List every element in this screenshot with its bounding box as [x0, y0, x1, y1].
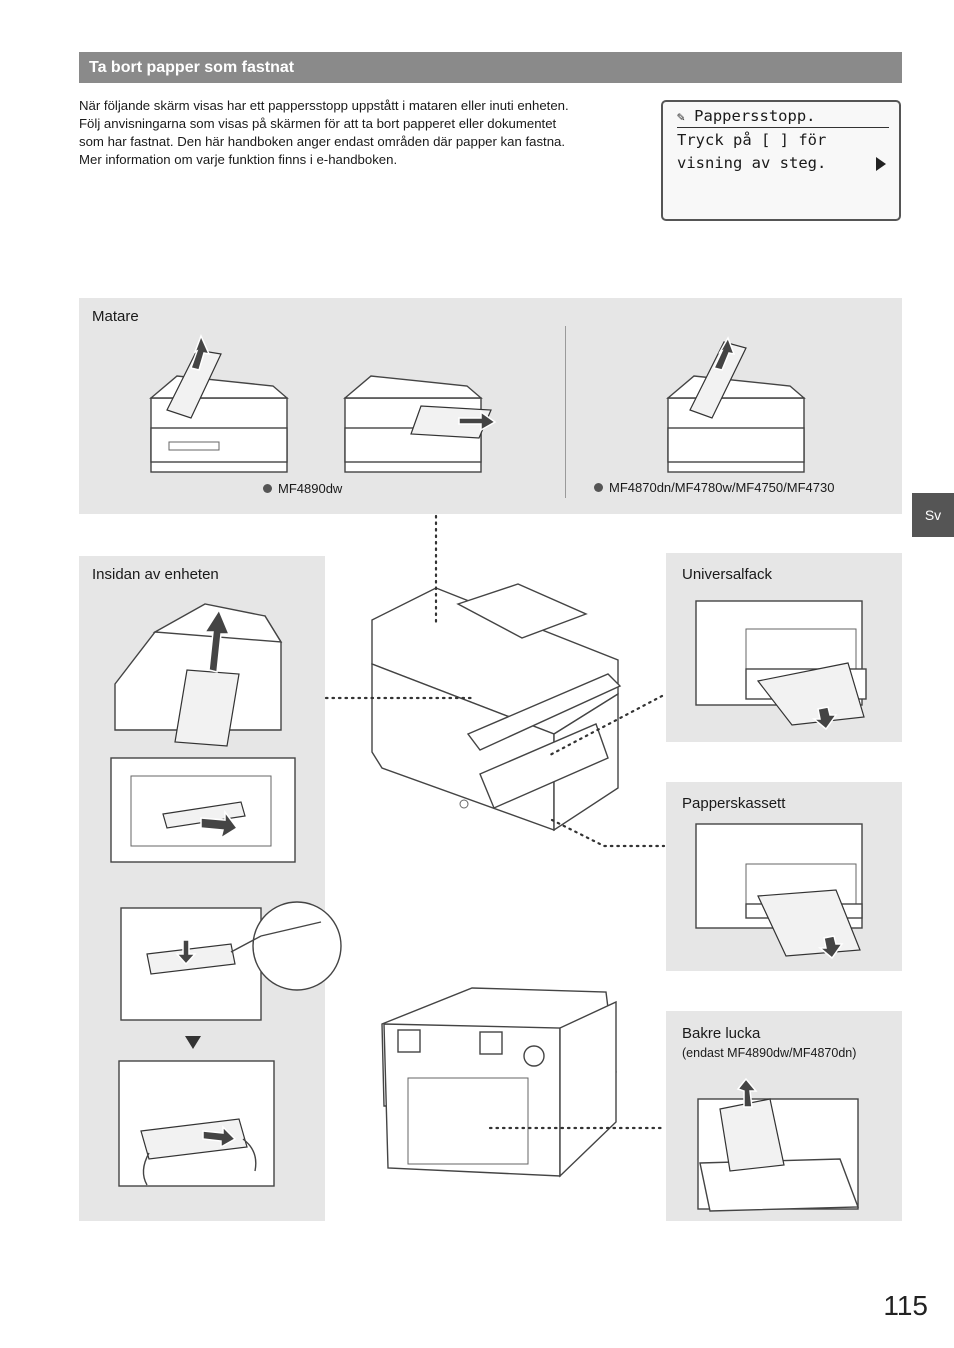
bullet-icon	[594, 483, 603, 492]
page-number: 115	[883, 1290, 928, 1321]
lcd-screen: ✎ Pappersstopp. Tryck på [ ] för visning…	[661, 100, 901, 221]
inside-panel: Insidan av enheten	[79, 556, 342, 1221]
inside-label: Insidan av enheten	[92, 566, 219, 583]
multipurpose-tray-panel: Universalfack	[666, 553, 902, 742]
section-title: Ta bort papper som fastnat	[79, 52, 902, 83]
inside-step-3-illustration	[120, 901, 342, 1021]
paper-cassette-label: Papperskassett	[682, 795, 786, 812]
lcd-line-2: Tryck på [ ] för	[677, 131, 827, 149]
inside-step-4-illustration	[118, 1060, 275, 1187]
rear-cover-panel: Bakre lucka (endast MF4890dw/MF4870dn)	[666, 1011, 902, 1221]
rear-cover-label: Bakre lucka	[682, 1025, 761, 1042]
down-arrow-icon	[185, 1036, 201, 1049]
paper-jam-icon: ✎	[677, 110, 685, 125]
inside-step-2-illustration	[110, 757, 296, 863]
printer-front-illustration	[371, 583, 622, 832]
printer-rear-illustration	[381, 987, 617, 1178]
intro-line: som har fastnat. Den här handboken anger…	[79, 134, 566, 149]
language-tab: Sv	[912, 493, 954, 537]
feeder-illustration-2	[343, 375, 497, 473]
intro-line: Mer information om varje funktion finns …	[79, 152, 398, 167]
intro-line: När följande skärm visas har ett pappers…	[79, 98, 569, 113]
feeder-divider	[565, 326, 566, 498]
bullet-icon	[263, 484, 272, 493]
multipurpose-tray-label: Universalfack	[682, 566, 773, 583]
model-label-a: MF4890dw	[263, 481, 342, 496]
feeder-illustration-1	[149, 334, 289, 473]
paper-cassette-panel: Papperskassett	[666, 782, 902, 971]
rear-cover-note: (endast MF4890dw/MF4870dn)	[682, 1046, 857, 1060]
paper-cassette-illustration	[695, 823, 863, 960]
feeder-panel: Matare MF4890dw MF4870dn/MF4780w/MF4750/…	[79, 298, 902, 514]
feeder-illustration-3	[666, 336, 806, 473]
lcd-line-1: Pappersstopp.	[694, 107, 816, 125]
feeder-label: Matare	[92, 308, 139, 325]
rear-cover-illustration	[697, 1077, 860, 1212]
inside-step-1-illustration	[114, 603, 283, 747]
intro-line: Följ anvisningarna som visas på skärmen …	[79, 116, 557, 131]
intro-text: När följande skärm visas har ett pappers…	[79, 97, 639, 169]
lcd-line-3: visning av steg.	[677, 154, 827, 172]
multipurpose-tray-illustration	[695, 600, 867, 731]
right-arrow-icon	[876, 157, 886, 171]
model-label-b: MF4870dn/MF4780w/MF4750/MF4730	[594, 480, 834, 495]
